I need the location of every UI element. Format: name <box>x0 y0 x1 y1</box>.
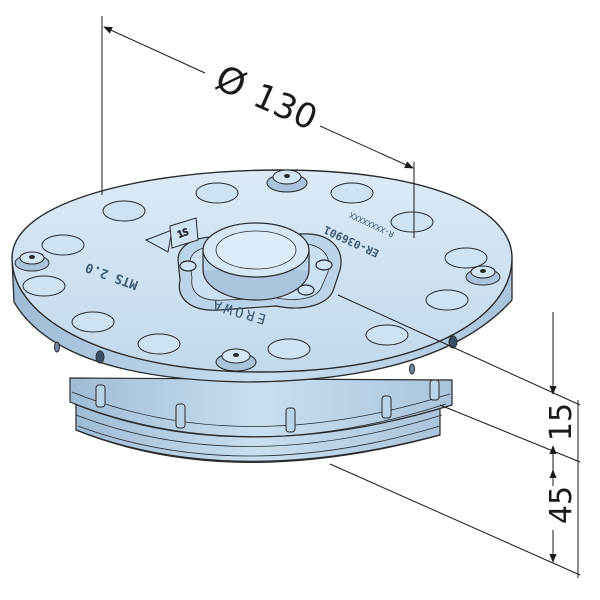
height-value-upper: 15 <box>544 403 579 441</box>
pocket <box>425 289 469 311</box>
flange-screw <box>297 284 315 296</box>
flange-screw <box>179 260 197 272</box>
base-pin <box>381 395 392 419</box>
dome-screw <box>266 169 308 193</box>
dome-screw <box>215 348 257 372</box>
side-holes <box>54 335 458 375</box>
pocket <box>102 200 146 222</box>
dimension-lines <box>101 16 581 578</box>
dome-screw <box>465 265 501 286</box>
rim-screws <box>14 169 501 372</box>
badge-text: 1S <box>177 228 191 241</box>
pocket <box>267 338 311 360</box>
side-hole <box>409 363 415 375</box>
center-spigot <box>177 222 342 311</box>
pocket <box>444 247 488 269</box>
side-hole <box>54 341 60 353</box>
pocket <box>365 324 409 346</box>
base-pins <box>95 379 440 433</box>
height-extension-bottom <box>329 463 581 576</box>
side-hole <box>448 335 458 349</box>
flange-screws <box>179 259 333 296</box>
pocket <box>195 182 239 204</box>
base-cylinder <box>69 377 453 463</box>
pocket <box>22 275 66 297</box>
height-extension-middle <box>439 404 581 463</box>
base-pin <box>175 403 186 429</box>
base-bottom-edge <box>75 429 441 463</box>
diameter-symbol: Ø <box>209 58 252 107</box>
diameter-label: Ø 130 <box>209 58 323 139</box>
top-pockets <box>22 182 488 360</box>
diameter-value: 130 <box>247 76 323 139</box>
quality-badge: 1S <box>144 217 199 253</box>
base-pin <box>285 407 296 433</box>
pocket <box>41 234 85 256</box>
pocket <box>71 311 115 333</box>
dome-screw <box>14 251 50 272</box>
flange-screw <box>315 259 333 271</box>
side-hole <box>95 350 105 364</box>
base-pin <box>429 379 440 401</box>
height-value-lower: 45 <box>544 486 579 524</box>
pocket <box>330 182 374 204</box>
height-extension-top <box>337 294 581 406</box>
pocket <box>390 211 434 233</box>
diameter-dimension-line <box>103 26 206 74</box>
pocket <box>137 333 181 355</box>
base-pin <box>95 384 106 408</box>
